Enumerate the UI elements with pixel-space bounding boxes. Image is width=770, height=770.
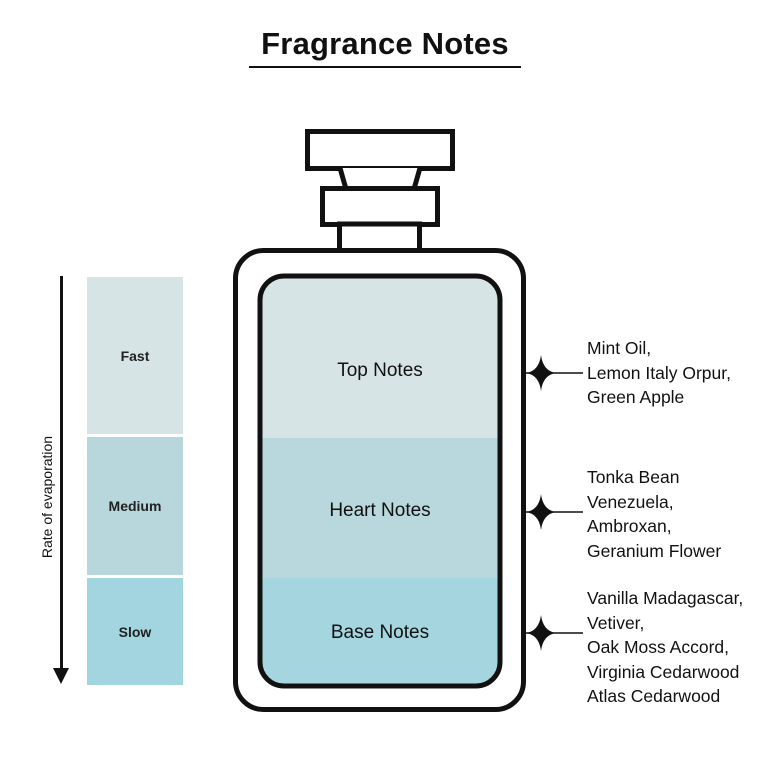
scale-level-label: Slow — [118, 623, 152, 640]
bottle-liquid — [260, 276, 500, 686]
ingredient-item: Lemon Italy Orpur, — [587, 362, 731, 383]
bottle-inner-outline — [257, 273, 503, 689]
bottle-neck — [337, 221, 422, 254]
ingredient-item: Mint Oil, — [587, 338, 652, 358]
ingredient-item: Oak Moss Accord, — [587, 637, 729, 657]
four-point-sparkle-icon — [526, 355, 556, 391]
base-notes-label: Base Notes — [330, 622, 430, 643]
ingredient-item: Green Apple — [587, 387, 685, 407]
ingredient-item: Atlas Cedarwood — [587, 686, 721, 706]
four-point-sparkle-icon — [526, 615, 556, 651]
heart-notes-ingredients: Tonka Bean Venezuela, Ambroxan, Geranium… — [587, 465, 721, 563]
scale-level-label: Medium — [108, 498, 162, 514]
page-title: Fragrance Notes — [261, 26, 509, 61]
four-point-sparkle-icon — [526, 494, 556, 530]
ingredient-item: Vanilla Madagascar, — [587, 588, 744, 608]
base-notes-layer — [260, 578, 500, 686]
heart-notes-layer — [260, 438, 500, 578]
top-notes-layer — [260, 276, 500, 438]
ingredient-item: Geranium Flower — [587, 540, 722, 561]
evaporation-arrow-line — [60, 276, 63, 672]
scale-level-medium: Medium — [87, 437, 183, 575]
base-notes-ingredients: Vanilla Madagascar, Vetiver, Oak Moss Ac… — [587, 586, 743, 709]
bottle-cap — [305, 129, 455, 171]
ingredient-item: Tonka Bean — [587, 467, 680, 487]
down-arrow-icon — [53, 668, 69, 684]
bottle-cap-neck — [337, 167, 423, 192]
heart-notes-label: Heart Notes — [329, 500, 431, 521]
top-notes-ingredients: Mint Oil, Lemon Italy Orpur, Green Apple — [587, 336, 731, 410]
ingredient-item: Venezuela, — [587, 491, 674, 512]
ingredient-item: Ambroxan, — [587, 516, 672, 536]
scale-level-slow: Slow — [87, 578, 183, 685]
ingredient-item: Vetiver, — [587, 612, 645, 633]
ingredient-item: Virginia Cedarwood — [587, 661, 740, 682]
scale-level-fast: Fast — [87, 277, 183, 434]
scale-level-label: Fast — [120, 347, 150, 364]
bottle-collar — [320, 186, 440, 227]
title-underline — [249, 66, 521, 68]
top-notes-label: Top Notes — [337, 360, 423, 381]
